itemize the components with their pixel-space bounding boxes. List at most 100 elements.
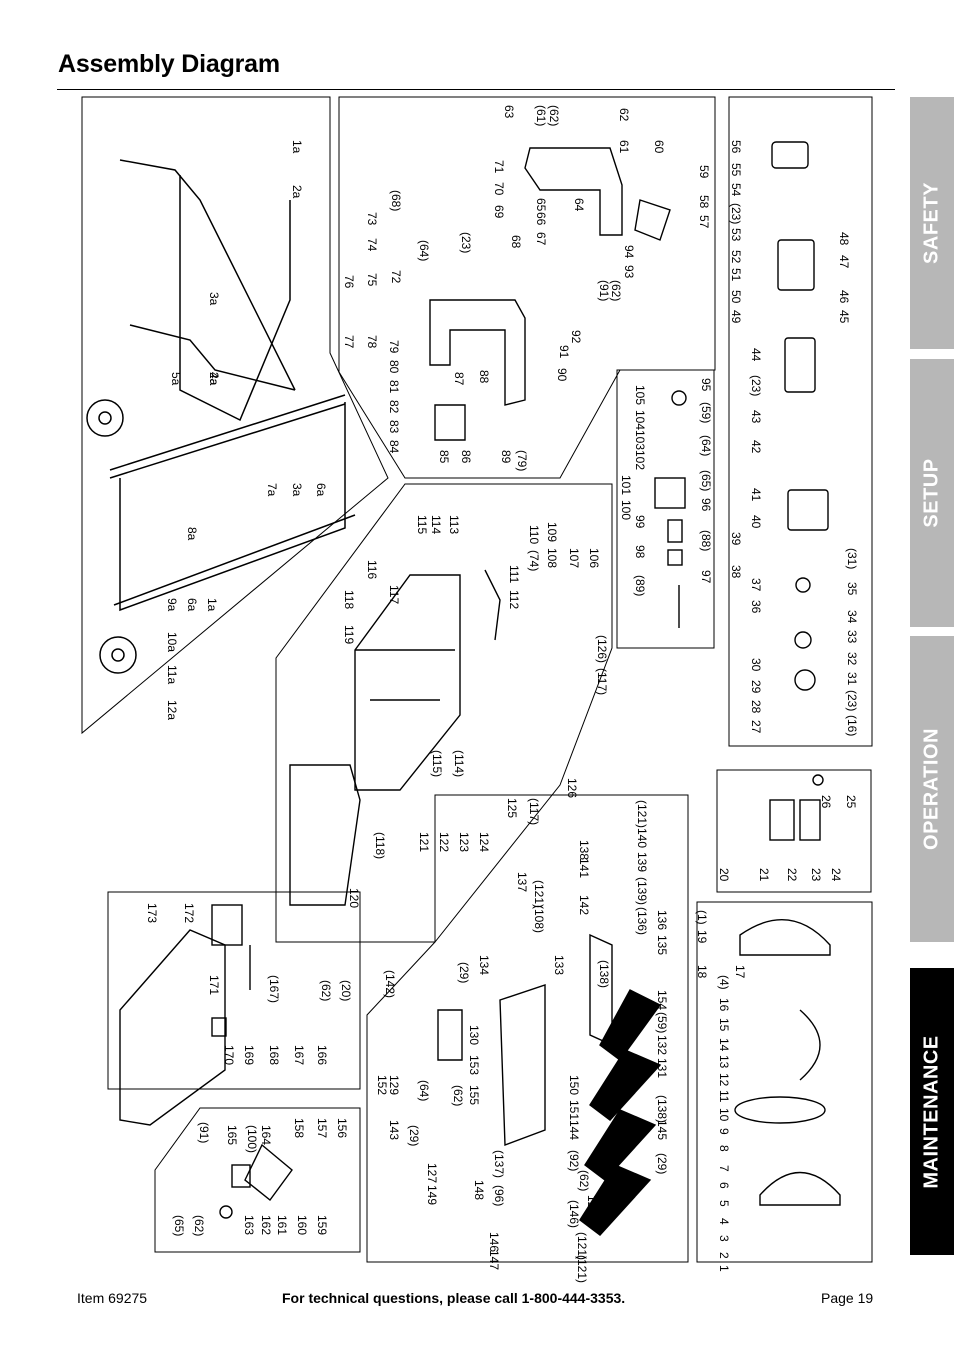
part-number-label: 154 xyxy=(655,990,669,1010)
part-number-label: 171 xyxy=(207,975,221,995)
part-number-label: 169 xyxy=(242,1045,256,1065)
part-number-label: 61 xyxy=(617,140,631,154)
part-number-label: (121) xyxy=(575,1232,589,1260)
fence-assembly-drawing xyxy=(437,933,662,1236)
part-number-label: (23) xyxy=(729,203,743,224)
part-number-label: 153 xyxy=(467,1055,481,1075)
part-number-label: 146 xyxy=(487,1232,501,1252)
part-number-label: 68 xyxy=(509,235,523,249)
part-number-label: 106 xyxy=(587,548,601,568)
part-number-label: 30 xyxy=(749,658,763,672)
part-number-label: 23 xyxy=(809,868,823,882)
part-number-label: 98 xyxy=(633,545,647,559)
part-number-label: 138 xyxy=(577,840,591,860)
part-number-label: (64) xyxy=(417,240,431,261)
part-number-label: (136) xyxy=(635,907,649,935)
part-number-label: 5a xyxy=(169,372,183,386)
part-number-label: (31) xyxy=(845,548,859,569)
part-number-label: 40 xyxy=(749,515,763,529)
part-number-label: 20 xyxy=(717,868,731,882)
tab-maintenance[interactable]: MAINTENANCE xyxy=(910,968,954,1255)
part-number-label: 7a xyxy=(265,483,279,497)
part-number-label: 127 xyxy=(425,1163,439,1183)
part-number-label: 31 xyxy=(845,672,859,686)
part-number-label: 74 xyxy=(365,238,379,252)
part-number-label: 28 xyxy=(749,700,763,714)
fence-panel-outline xyxy=(366,794,689,1263)
part-number-label: 131 xyxy=(655,1058,669,1078)
part-number-label: 151 xyxy=(567,1100,581,1120)
part-number-label: 4a xyxy=(207,372,221,386)
part-number-label: 135 xyxy=(655,935,669,955)
part-number-label: (29) xyxy=(655,1153,669,1174)
part-number-label: 123 xyxy=(457,832,471,852)
tab-setup[interactable]: SETUP xyxy=(910,359,954,627)
small-parts-drawing xyxy=(769,774,824,841)
handwheel-panel-outline xyxy=(616,369,715,649)
part-number-label: 71 xyxy=(492,160,506,174)
part-number-label: 108 xyxy=(545,548,559,568)
part-number-label: 143 xyxy=(387,1120,401,1140)
part-number-label: (138) xyxy=(597,960,611,988)
part-number-label: 25 xyxy=(844,795,858,809)
part-number-label: (115) xyxy=(430,750,444,777)
part-number-label: 140 xyxy=(635,828,649,848)
part-number-label: 60 xyxy=(652,140,666,154)
part-number-label: 16 xyxy=(717,998,731,1012)
blade-assembly-drawing xyxy=(734,919,841,1206)
small-parts-panel-outline xyxy=(716,769,872,893)
part-number-label: 2a xyxy=(207,372,221,386)
part-number-label: 100 xyxy=(619,500,633,520)
part-number-label: 126 xyxy=(565,778,579,798)
part-number-label: 162 xyxy=(259,1215,273,1235)
part-number-label: (167) xyxy=(267,975,281,1003)
part-number-label: 54 xyxy=(729,183,743,197)
part-number-label: (62) xyxy=(319,980,333,1001)
part-number-label: 104 xyxy=(633,410,647,430)
part-number-label: 32 xyxy=(845,652,859,666)
part-number-label: 67 xyxy=(534,232,548,246)
tab-operation[interactable]: OPERATION xyxy=(910,636,954,942)
footer-support-line: For technical questions, please call 1-8… xyxy=(282,1290,626,1306)
part-number-label: (79) xyxy=(515,450,529,471)
part-number-label: 91 xyxy=(557,345,571,359)
part-number-label: 124 xyxy=(477,832,491,852)
part-number-label: 58 xyxy=(697,195,711,209)
part-number-label: 43 xyxy=(749,410,763,424)
part-number-label: 93 xyxy=(622,265,636,279)
part-number-label: 172 xyxy=(182,903,196,923)
part-number-label: 73 xyxy=(365,212,379,226)
part-number-label: 70 xyxy=(492,182,506,196)
part-number-label: 55 xyxy=(729,163,743,177)
part-number-label: 38 xyxy=(729,565,743,579)
part-number-label: 3 xyxy=(717,1235,731,1242)
part-number-label: 9 xyxy=(717,1128,731,1135)
part-number-label: 34 xyxy=(845,610,859,624)
part-number-label: 46 xyxy=(837,290,851,304)
part-number-label: (62) xyxy=(547,105,561,126)
part-number-label: 75 xyxy=(365,273,379,287)
part-number-label: 36 xyxy=(749,600,763,614)
part-number-label: 22 xyxy=(785,868,799,882)
part-number-label: 80 xyxy=(387,360,401,374)
part-number-label: 156 xyxy=(335,1118,349,1138)
part-number-label: (114) xyxy=(452,750,466,777)
tab-safety[interactable]: SAFETY xyxy=(910,97,954,349)
part-number-label: 160 xyxy=(295,1215,309,1235)
part-number-label: (23) xyxy=(459,232,473,253)
part-number-label: 163 xyxy=(242,1215,256,1235)
part-number-label: 78 xyxy=(365,335,379,349)
part-number-label: 26 xyxy=(819,795,833,809)
miter-panel-outline xyxy=(154,1107,361,1253)
part-number-label: 9a xyxy=(165,598,179,612)
part-number-label: 19 xyxy=(695,930,709,944)
part-number-label: 116 xyxy=(365,560,379,579)
part-number-label: 29 xyxy=(749,680,763,694)
part-number-label: 107 xyxy=(567,548,581,568)
part-number-label: 81 xyxy=(387,380,401,394)
part-number-label: 150 xyxy=(567,1075,581,1095)
part-number-label: (89) xyxy=(633,575,647,596)
part-number-label: 44 xyxy=(749,348,763,362)
part-number-label: 119 xyxy=(342,625,356,644)
part-number-label: 168 xyxy=(267,1045,281,1065)
